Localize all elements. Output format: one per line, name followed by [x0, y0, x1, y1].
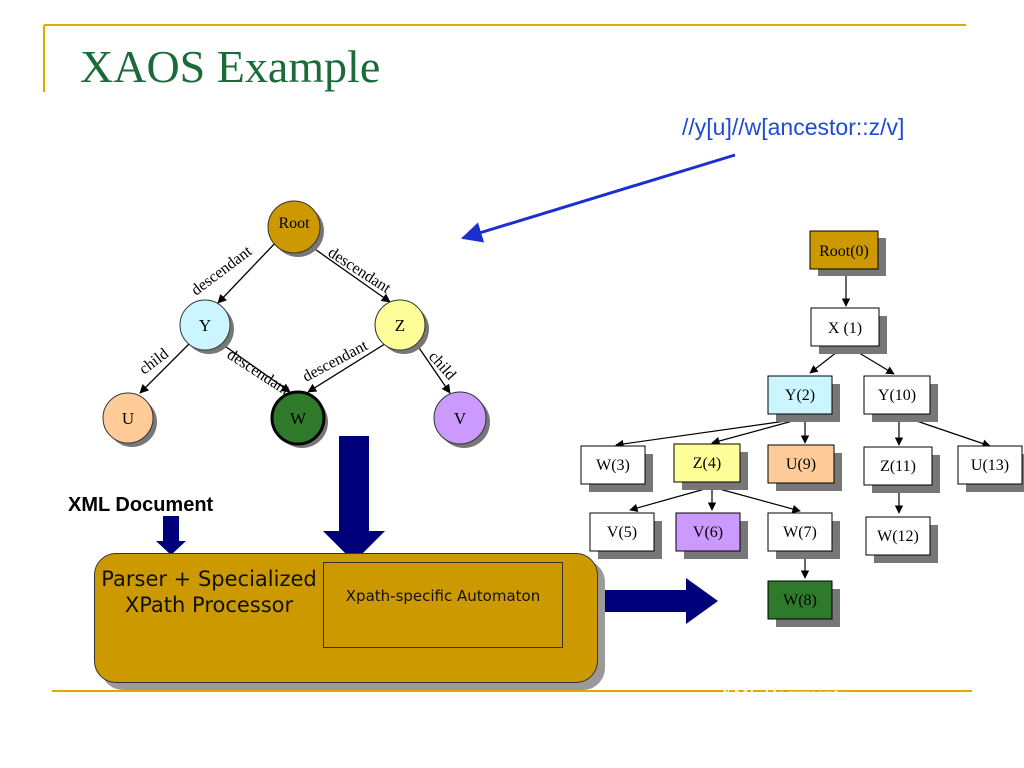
doc-node-u9-label: U(9) [786, 456, 816, 473]
doc-node-v6-label: V(6) [693, 524, 723, 541]
doc-node-w3-label: W(3) [596, 457, 630, 474]
doc-node-w7: W(7) [767, 512, 840, 559]
query-node-z-label: Z [395, 316, 405, 335]
doc-node-z4: Z(4) [673, 443, 748, 490]
edge-y-u [139, 342, 191, 394]
doc-node-w7-label: W(7) [783, 524, 817, 541]
doc-node-x1: X (1) [810, 307, 887, 354]
doc-node-y2-label: Y(2) [785, 387, 815, 404]
doc-edge-y2-z4 [711, 418, 801, 446]
doc-edge-z4-w7 [711, 486, 801, 514]
edge-label-root-z: descendant [325, 244, 394, 297]
automaton-box [323, 562, 563, 648]
doc-node-v5-label: V(5) [607, 524, 637, 541]
doc-edge-y2-w3 [615, 418, 801, 449]
doc-node-y10: Y(10) [863, 375, 938, 422]
xml-document-arrow [156, 516, 186, 555]
doc-node-v6: V(6) [675, 512, 748, 559]
doc-node-u13: U(13) [957, 445, 1024, 492]
faded-footer-text: XML Document [720, 684, 839, 704]
doc-node-x1-label: X (1) [828, 320, 862, 337]
edge-z-v [414, 341, 451, 394]
doc-node-w12: W(12) [865, 516, 938, 563]
query-node-u-label: U [122, 409, 134, 428]
edge-label-z-w: descendant [300, 337, 371, 386]
doc-node-root0-label: Root(0) [819, 243, 869, 260]
doc-tree-edges [615, 271, 991, 579]
processor-output-arrow [597, 578, 718, 624]
query-node-w-label: W [290, 409, 307, 428]
doc-node-y2: Y(2) [767, 375, 840, 422]
doc-node-v5: V(5) [589, 512, 662, 559]
query-tree-edges [139, 239, 451, 394]
doc-node-z11: Z(11) [863, 446, 940, 493]
xml-document-label: XML Document [68, 494, 214, 516]
xpath-query: //y[u]//w[ancestor::z/v] [682, 114, 905, 140]
edge-label-y-w: descendant [224, 346, 293, 399]
query-node-y: Y [179, 299, 234, 354]
doc-node-u9: U(9) [767, 444, 842, 491]
doc-node-w8-label: W(8) [783, 592, 817, 609]
doc-edge-z4-v5 [629, 486, 713, 513]
edge-root-y [217, 239, 279, 304]
edge-root-z [301, 239, 391, 303]
query-node-v: V [433, 391, 490, 448]
edge-label-root-y: descendant [188, 243, 255, 300]
doc-node-w3: W(3) [580, 445, 653, 492]
doc-node-w12-label: W(12) [877, 528, 919, 545]
edge-label-y-u: child [136, 345, 172, 378]
query-node-z: Z [374, 299, 429, 354]
query-pointer-arrow [460, 153, 736, 243]
doc-node-z4-label: Z(4) [693, 455, 721, 472]
doc-node-z11-label: Z(11) [880, 458, 916, 475]
query-node-v-label: V [454, 409, 467, 428]
doc-node-w8: W(8) [767, 580, 840, 627]
doc-node-root0: Root(0) [809, 230, 886, 276]
query-to-processor-arrow [323, 436, 385, 562]
edge-label-z-v: child [425, 348, 459, 383]
processor-label: Parser + Specialized XPath Processor [101, 567, 317, 617]
edge-z-w [307, 341, 389, 393]
query-node-root-label: Root [278, 215, 310, 232]
doc-node-u13-label: U(13) [971, 457, 1009, 474]
automaton-label: Xpath-specific Automaton [345, 587, 541, 605]
query-node-root: Root [267, 200, 324, 257]
slide-title: XAOS Example [80, 41, 381, 92]
query-node-w: W [270, 390, 328, 448]
edge-y-w [221, 343, 291, 393]
processor-box [94, 553, 598, 683]
doc-node-y10-label: Y(10) [878, 387, 916, 404]
query-node-u: U [102, 392, 157, 447]
query-node-y-label: Y [199, 316, 211, 335]
